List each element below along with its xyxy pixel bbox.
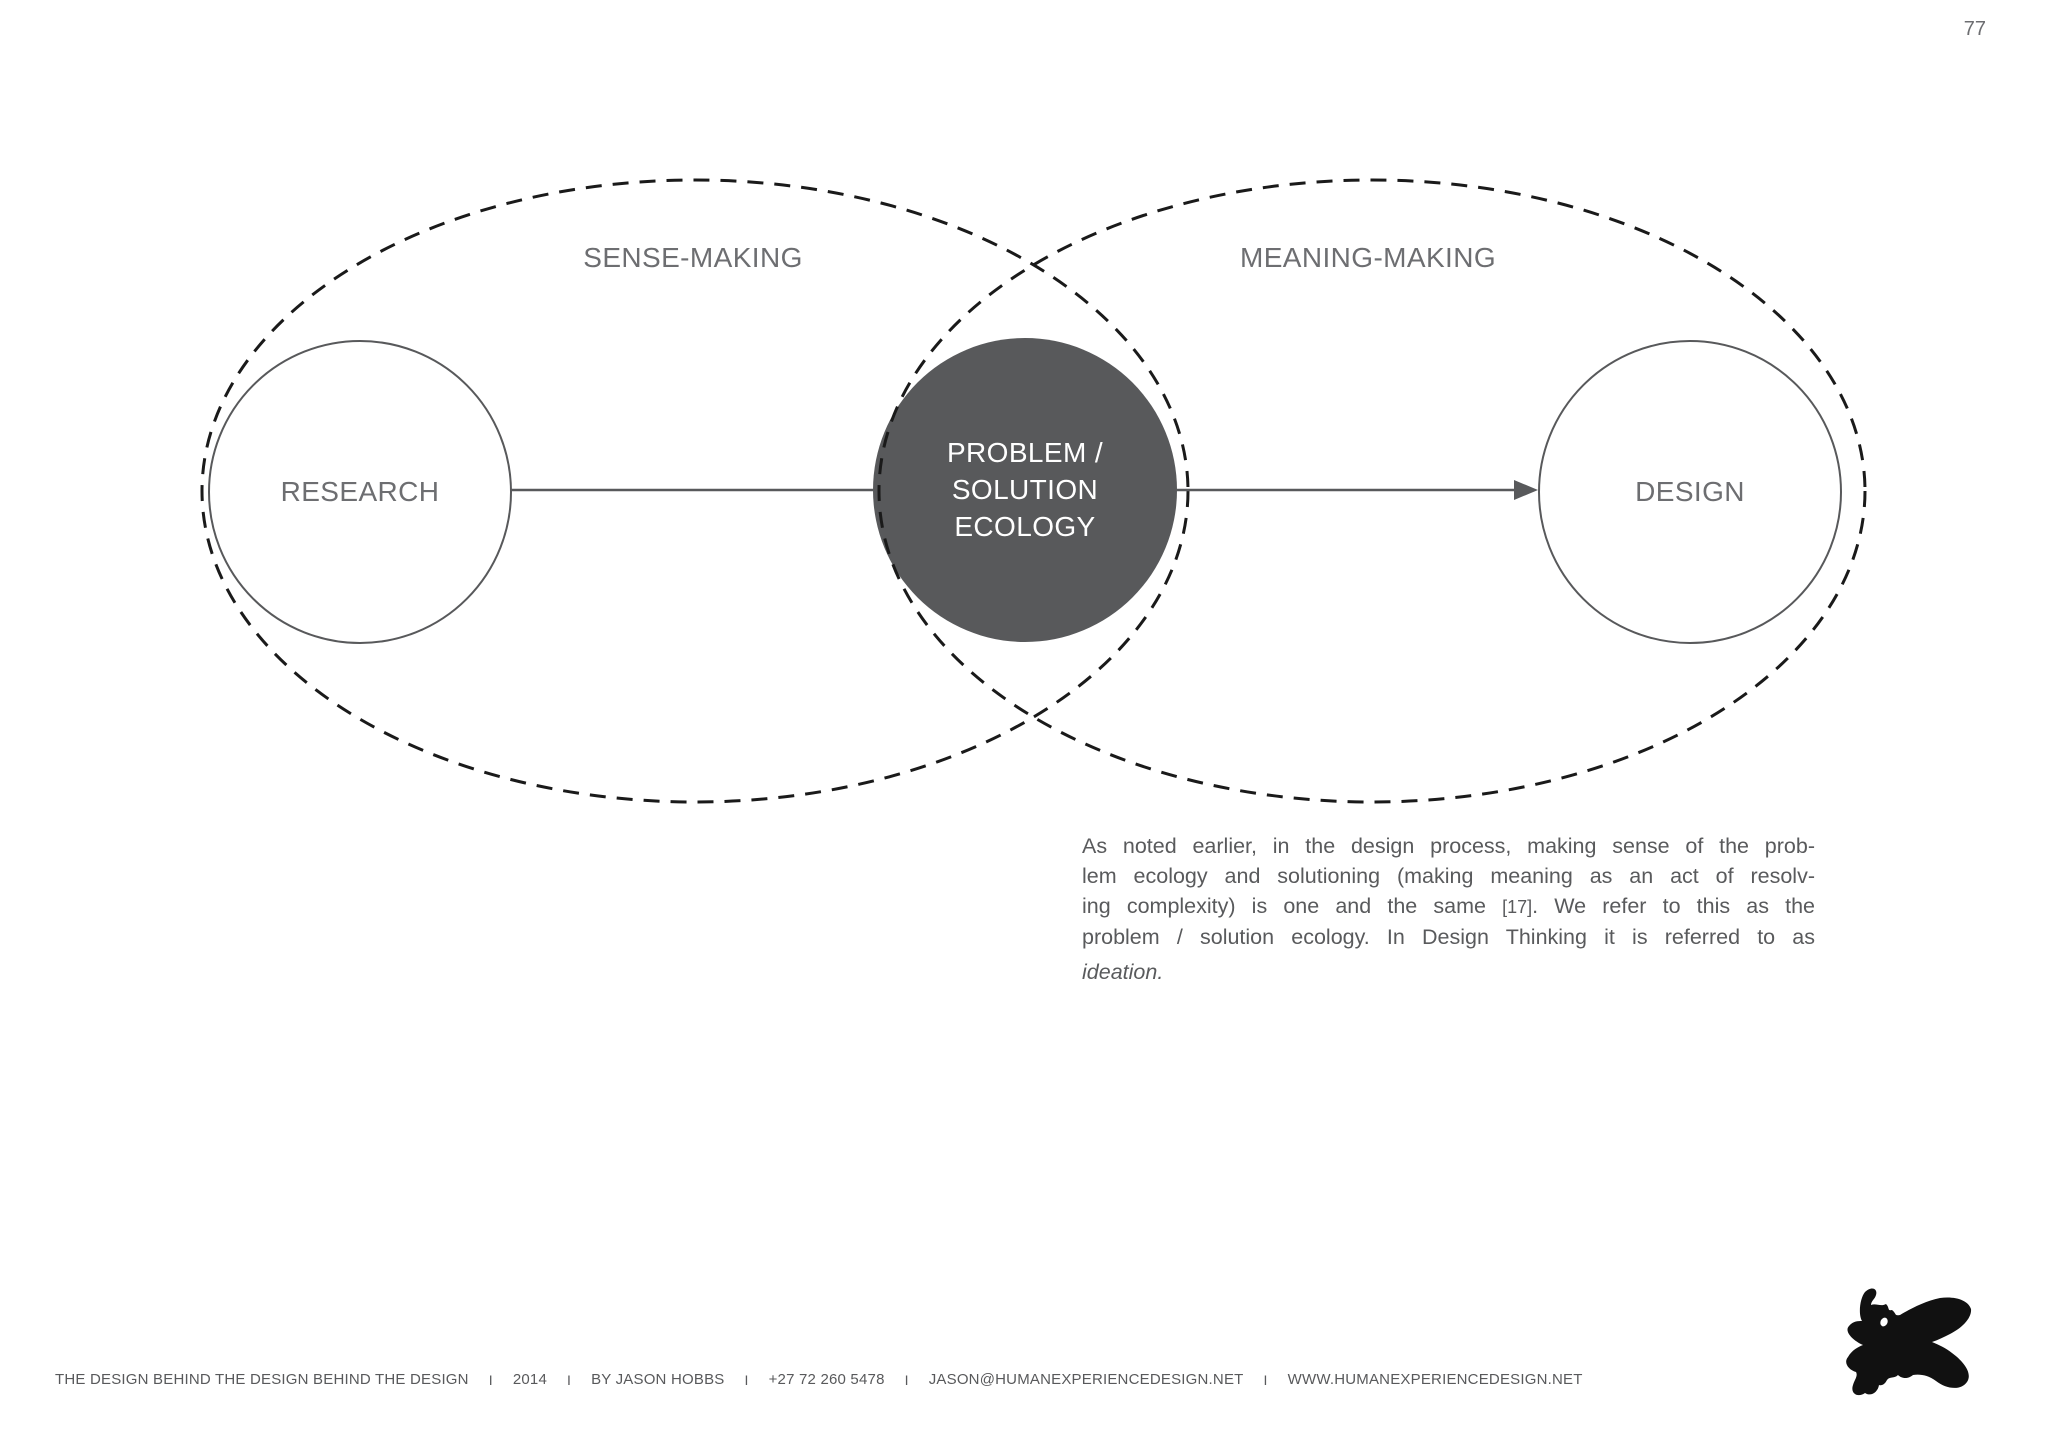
research-label: RESEARCH [280, 476, 440, 507]
footer-separator: I [904, 1372, 909, 1388]
research-circle [208, 340, 512, 644]
center-label-line-1: PROBLEM / [946, 437, 1104, 468]
footer-separator: I [488, 1372, 493, 1388]
meaning-making-ellipse [877, 178, 1867, 804]
paragraph-line-1: As noted earlier, in the design process,… [1082, 834, 1815, 858]
paragraph-line-4: problem / solution ecology. In Design Th… [1082, 925, 1815, 949]
inkblot-shape [1846, 1288, 1972, 1396]
footer-website: WWW.HUMANEXPERIENCEDESIGN.NET [1287, 1371, 1583, 1388]
footer: THE DESIGN BEHIND THE DESIGN BEHIND THE … [55, 1371, 1583, 1389]
sense-making-label: SENSE-MAKING [583, 242, 803, 273]
paragraph-line-2: lem ecology and solutioning (making mean… [1082, 864, 1815, 888]
meaning-making-label: MEANING-MAKING [1239, 242, 1497, 273]
problem-solution-circle [873, 338, 1177, 642]
arrowhead-icon [1514, 480, 1538, 500]
center-label-line-3: ECOLOGY [954, 511, 1096, 542]
footer-separator: I [1263, 1372, 1268, 1388]
human-experience-design-inkblot-logo [1846, 1288, 1972, 1396]
footer-phone: +27 72 260 5478 [768, 1371, 885, 1388]
footer-title: THE DESIGN BEHIND THE DESIGN BEHIND THE … [55, 1371, 469, 1388]
footer-author: BY JASON HOBBS [591, 1371, 725, 1388]
footer-year: 2014 [512, 1371, 547, 1388]
footer-separator: I [744, 1372, 749, 1388]
footer-separator: I [566, 1372, 572, 1388]
paragraph-line-3-tail: . We refer to this as the [1532, 894, 1815, 918]
body-paragraph: As noted earlier, in the design process,… [1082, 831, 1815, 987]
paragraph-line-5-ideation: ideation. [1082, 960, 1164, 984]
problem-solution-ecology-label: PROBLEM / SOLUTION ECOLOGY [947, 434, 1103, 545]
footer-email: JASON@HUMANEXPERIENCEDESIGN.NET [928, 1371, 1244, 1388]
page-number: 77 [1963, 18, 1986, 40]
paragraph-line-3-text: ing complexity) is one and the same [1082, 894, 1503, 918]
center-label-line-2: SOLUTION [951, 474, 1099, 505]
citation-ref: [17] [1502, 897, 1533, 917]
design-label: DESIGN [1635, 476, 1745, 507]
paragraph-line-3: ing complexity) is one and the same [17]… [1082, 891, 1815, 922]
design-circle [1538, 340, 1842, 644]
logo-eye-dot [1880, 1317, 1888, 1327]
